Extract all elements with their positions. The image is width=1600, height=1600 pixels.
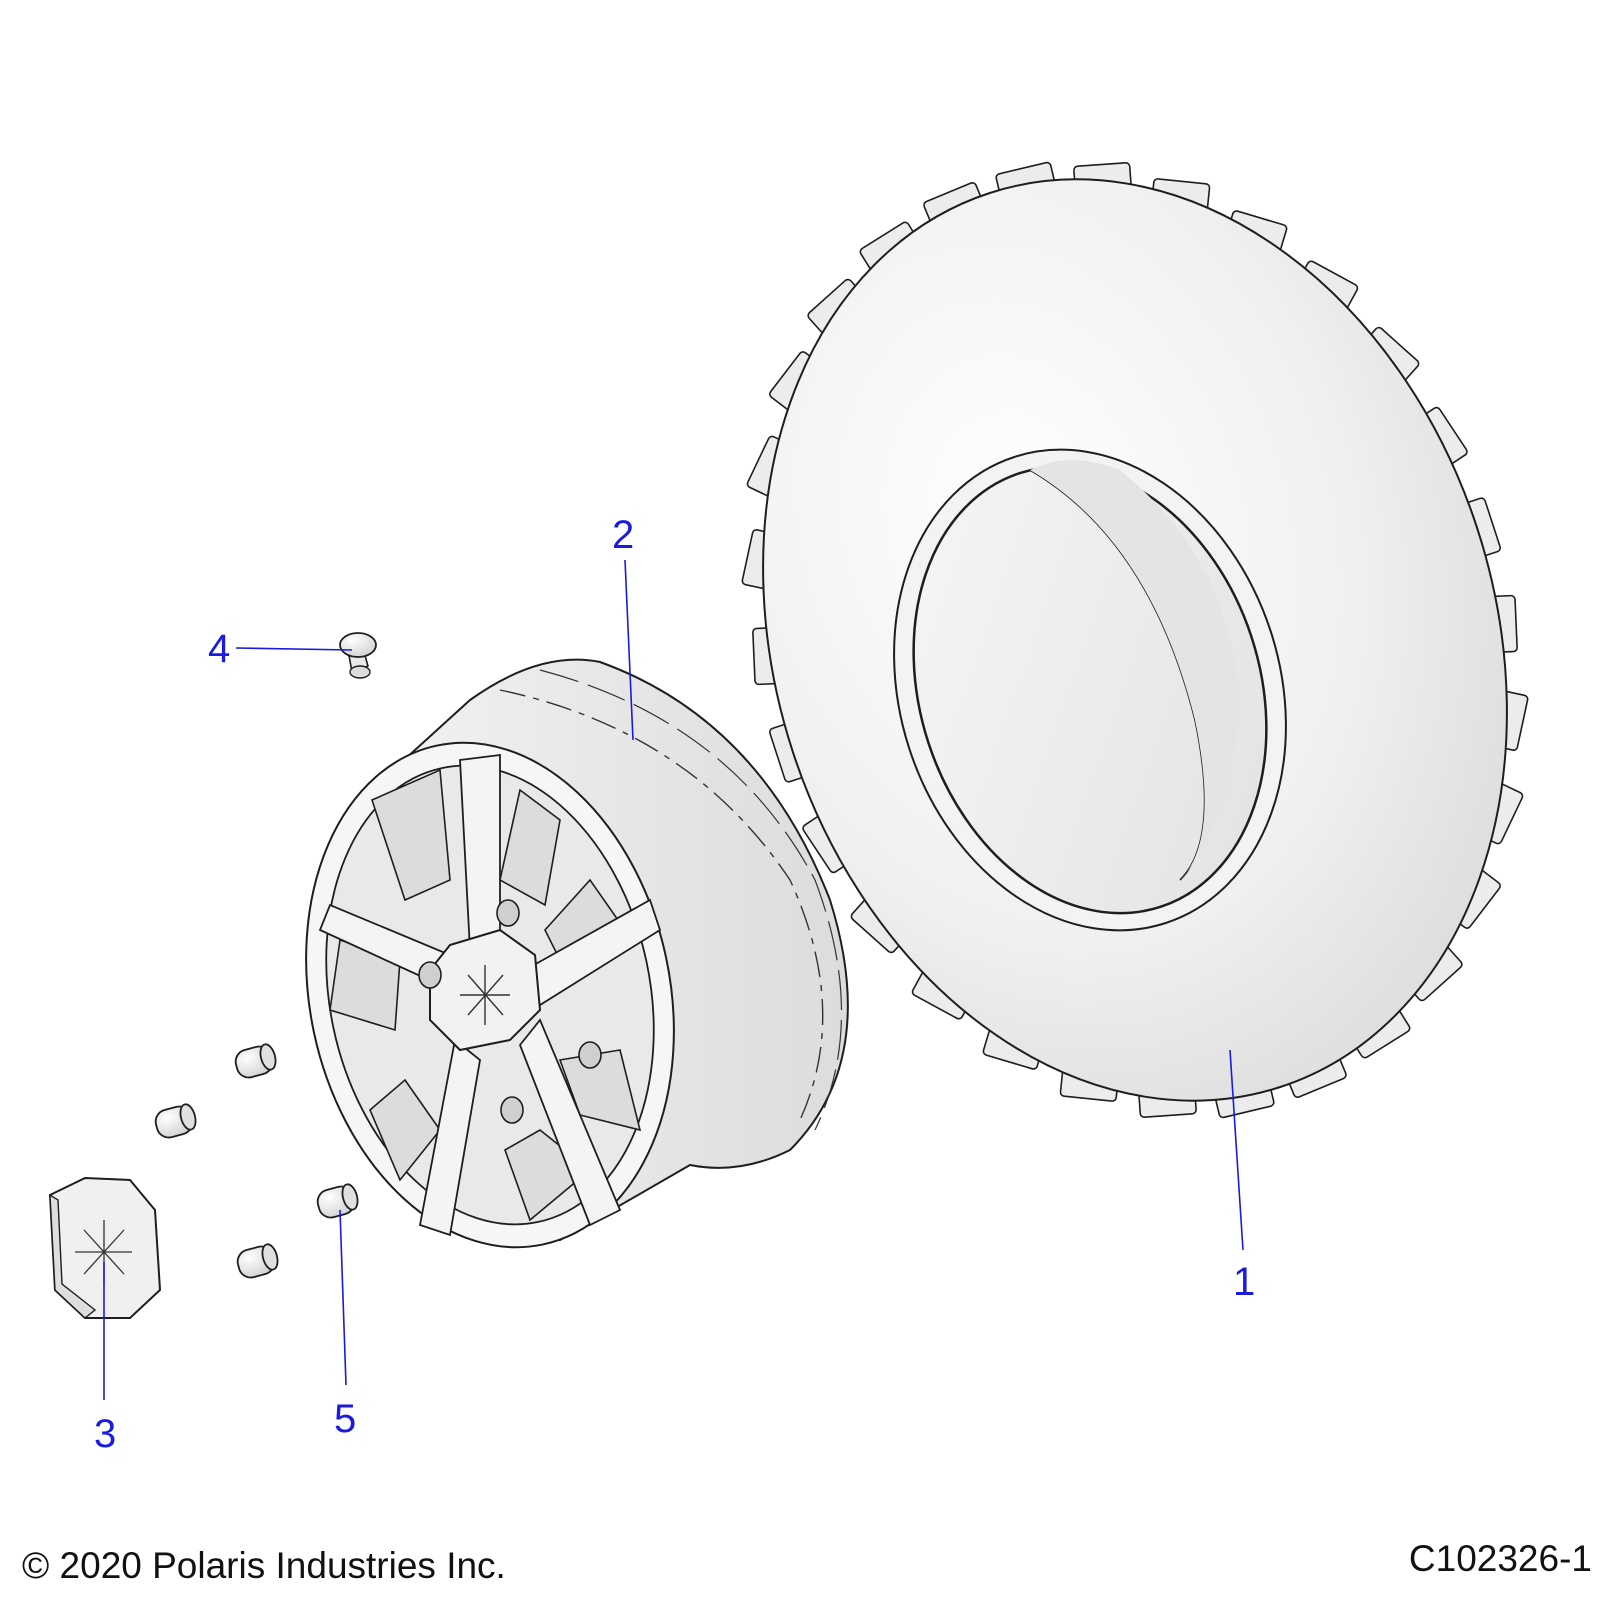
lug-nut [234, 1043, 277, 1079]
callout-1: 1 [1229, 1049, 1255, 1304]
svg-text:3: 3 [94, 1412, 116, 1456]
callout-2: 2 [612, 513, 634, 741]
svg-text:1: 1 [1233, 1260, 1255, 1304]
lug-nut [316, 1183, 359, 1219]
svg-text:4: 4 [208, 627, 230, 671]
wheel-rim [305, 658, 849, 1249]
lug-nut [236, 1243, 279, 1279]
rim-barrel-flange-line [499, 689, 824, 1121]
callout-5: 5 [334, 1209, 356, 1441]
rim-logo-star [460, 965, 510, 1025]
valve-stem [339, 632, 377, 679]
tire-inner-shadow [1030, 460, 1240, 880]
svg-text:2: 2 [612, 513, 634, 557]
callout-3: 3 [94, 1262, 116, 1456]
lug-nuts [154, 1043, 359, 1279]
center-cap [48, 1176, 162, 1319]
copyright-notice: © 2020 Polaris Industries Inc. [22, 1545, 506, 1586]
callout-4: 4 [208, 627, 353, 671]
svg-text:5: 5 [334, 1397, 356, 1441]
tire [741, 161, 1529, 1119]
rim-spokes [318, 753, 662, 1237]
rim-barrel-edge-line [539, 669, 843, 1131]
rim-spoke-openings [329, 768, 642, 1222]
diagram-code: C102326-1 [1408, 1538, 1592, 1579]
lug-nut [154, 1103, 197, 1139]
rim-lug-holes [418, 899, 602, 1124]
